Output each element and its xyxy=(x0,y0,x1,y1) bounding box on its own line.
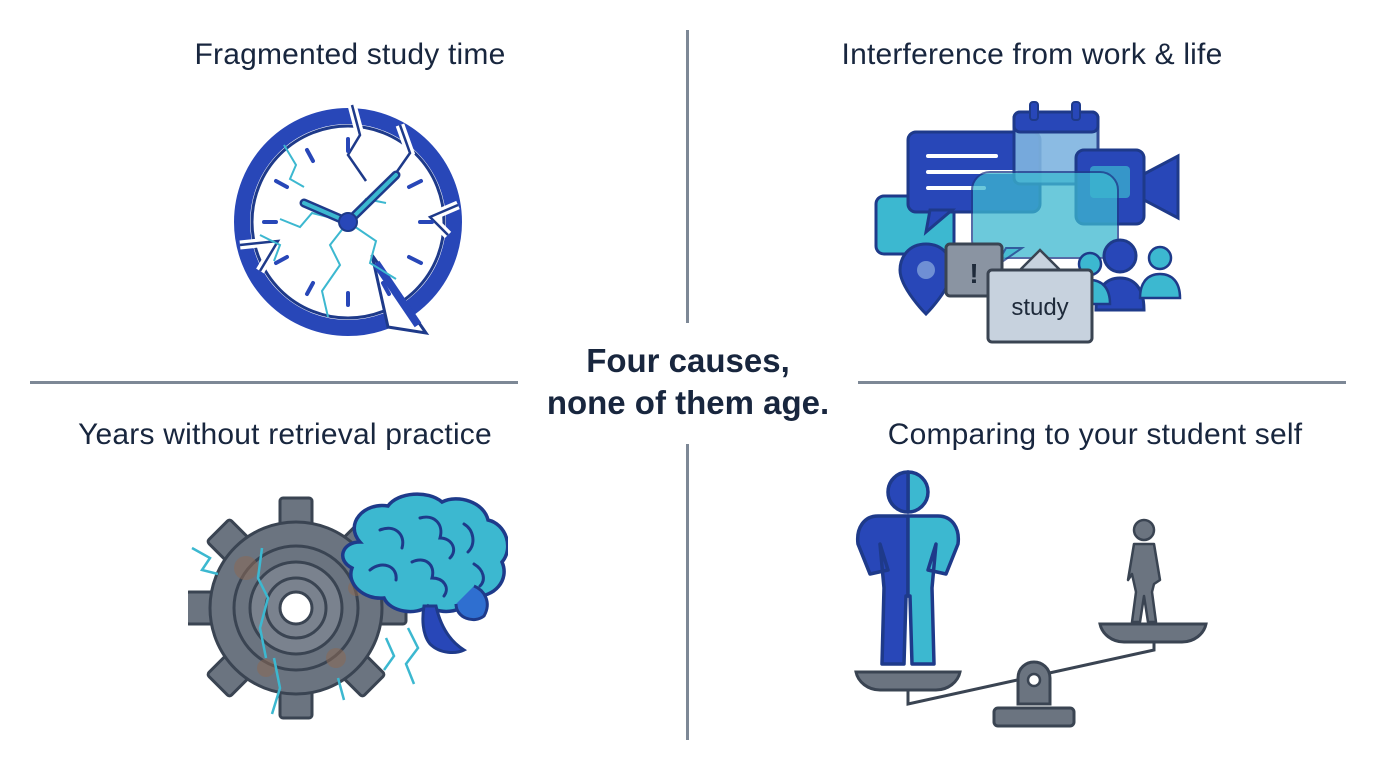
center-message-line1: Four causes, xyxy=(586,342,790,379)
distractions-icon: ! study xyxy=(874,101,1182,344)
quadrant-title-interference: Interference from work & life xyxy=(841,38,1223,71)
divider-horizontal-right xyxy=(858,381,1346,384)
quadrant-title-fragmented: Fragmented study time xyxy=(194,38,506,71)
svg-text:!: ! xyxy=(969,258,978,289)
center-message: Four causes, none of them age. xyxy=(520,340,856,424)
broken-clock-icon xyxy=(234,103,462,336)
divider-vertical-bottom xyxy=(686,444,689,740)
rusty-gear-brain-icon xyxy=(188,492,508,720)
seesaw-comparison-icon xyxy=(854,470,1208,728)
quadrant-title-retrieval: Years without retrieval practice xyxy=(78,418,492,451)
divider-vertical-top xyxy=(686,30,689,323)
study-note-label: study xyxy=(1011,294,1068,321)
divider-horizontal-left xyxy=(30,381,518,384)
quadrant-title-comparing: Comparing to your student self xyxy=(887,418,1303,451)
center-message-line2: none of them age. xyxy=(546,384,830,421)
